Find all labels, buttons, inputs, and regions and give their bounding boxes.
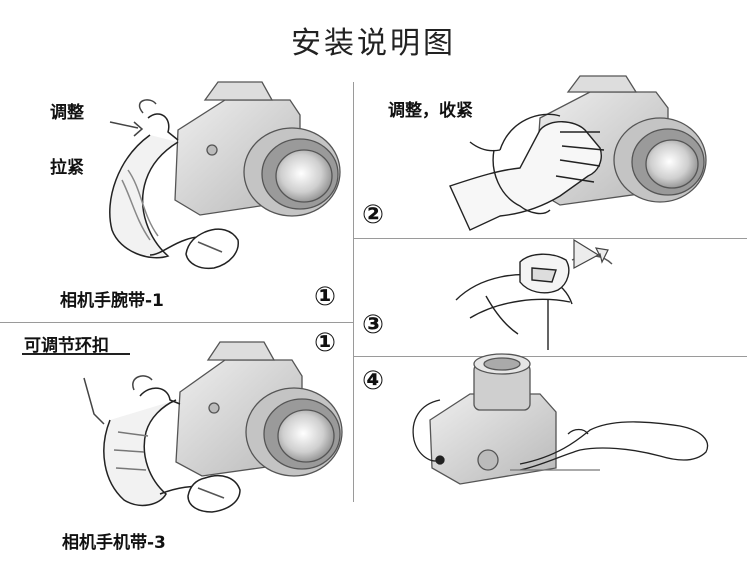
right-divider-2 bbox=[354, 356, 747, 357]
caption-hand-strap: 相机手机带-3 bbox=[62, 533, 166, 553]
right-divider-1 bbox=[354, 238, 747, 239]
camera-4 bbox=[429, 353, 557, 485]
hand-2 bbox=[449, 113, 605, 231]
camera-1 bbox=[174, 81, 341, 217]
step-number-3: ③ bbox=[362, 310, 385, 340]
camera-5 bbox=[175, 341, 343, 477]
step-number-4: ④ bbox=[362, 366, 385, 396]
adjust-tighten-label: 调整，收紧 bbox=[388, 101, 473, 121]
adjust-label: 调整 bbox=[50, 103, 84, 123]
caption-wrist-strap: 相机手腕带-1 bbox=[60, 291, 164, 311]
tighten-label: 拉紧 bbox=[50, 158, 84, 178]
step-number-5: ① bbox=[314, 328, 337, 358]
vertical-divider bbox=[353, 82, 354, 502]
left-horizontal-divider bbox=[0, 322, 353, 323]
adjustable-buckle-label: 可调节环扣 bbox=[24, 336, 109, 356]
strap-loop-3 bbox=[455, 253, 613, 350]
step-number-1: ① bbox=[314, 282, 337, 312]
neck-strap-4 bbox=[412, 399, 709, 471]
step-number-2: ② bbox=[362, 200, 385, 230]
hand-strap-5 bbox=[83, 375, 241, 513]
wrist-strap-1 bbox=[109, 99, 239, 270]
arrow-3 bbox=[573, 238, 609, 270]
diagram-title: 安装说明图 bbox=[291, 26, 456, 61]
